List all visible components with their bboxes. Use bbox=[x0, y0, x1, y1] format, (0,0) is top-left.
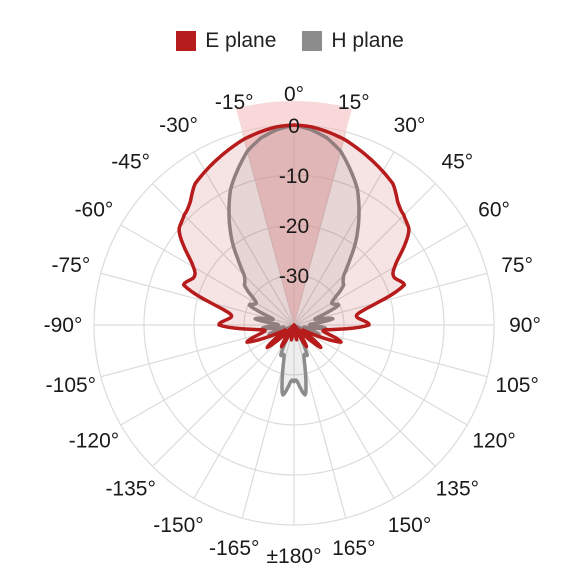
angular-tick-label-17: -105° bbox=[46, 374, 96, 397]
angular-tick-label-16: -120° bbox=[69, 430, 119, 453]
angular-tick-label-22: -30° bbox=[159, 114, 198, 137]
series-line-e-plane bbox=[177, 123, 411, 350]
angular-tick-label-13: -165° bbox=[209, 537, 259, 560]
grid-spoke-120 bbox=[293, 324, 468, 426]
angular-tick-label-11: 165° bbox=[332, 537, 375, 560]
angular-tick-label-10: 150° bbox=[388, 514, 431, 537]
grid-spoke-300 bbox=[120, 224, 295, 326]
radial-tick-label-1: -10 bbox=[279, 165, 309, 188]
highlight-sector-layer bbox=[236, 101, 352, 325]
legend-item-e-plane[interactable]: E plane bbox=[176, 29, 276, 53]
grid-spoke-30 bbox=[293, 151, 395, 326]
legend-swatch-h-plane bbox=[302, 31, 323, 51]
grid-spoke-135 bbox=[293, 324, 436, 467]
angular-tick-label-6: 90° bbox=[509, 314, 541, 337]
legend-item-h-plane[interactable]: H plane bbox=[302, 29, 404, 53]
grid-spoke-75 bbox=[293, 272, 488, 326]
grid-spoke-210 bbox=[193, 324, 295, 499]
angular-tick-label-14: -150° bbox=[153, 514, 203, 537]
angular-tick-label-15: -135° bbox=[105, 477, 155, 500]
angular-tick-label-18: -90° bbox=[44, 314, 83, 337]
grid-spoke-225 bbox=[152, 324, 295, 467]
angular-tick-label-5: 75° bbox=[501, 254, 533, 277]
highlight-sector bbox=[236, 101, 352, 325]
angular-tick-label-3: 45° bbox=[441, 151, 473, 174]
angular-tick-label-21: -45° bbox=[111, 151, 150, 174]
grid-spoke-315 bbox=[152, 183, 295, 326]
grid-spoke-240 bbox=[120, 324, 295, 426]
angular-tick-label-12: ±180° bbox=[267, 545, 322, 568]
angular-tick-label-0: 0° bbox=[284, 83, 304, 106]
angular-tick-label-2: 30° bbox=[394, 114, 426, 137]
angular-tick-label-1: 15° bbox=[338, 91, 370, 114]
legend: E plane H plane bbox=[0, 24, 580, 58]
grid-spoke-45 bbox=[293, 183, 436, 326]
legend-label-h-plane: H plane bbox=[331, 29, 404, 52]
grid-spoke-60 bbox=[293, 224, 468, 326]
grid-spoke-285 bbox=[100, 272, 295, 326]
angular-tick-label-9: 135° bbox=[436, 477, 479, 500]
angular-tick-label-7: 105° bbox=[495, 374, 538, 397]
radial-tick-label-3: -30 bbox=[279, 265, 309, 288]
angular-tick-label-4: 60° bbox=[478, 199, 510, 222]
angular-tick-label-23: -15° bbox=[215, 91, 254, 114]
axis-labels: 0 -10 -20 -30 0° 15° 30° 45° 60° 75° 90° 105° 120° 13… bbox=[44, 83, 541, 568]
legend-label-e-plane: E plane bbox=[205, 29, 277, 52]
angular-tick-label-8: 120° bbox=[472, 430, 515, 453]
angular-tick-label-19: -75° bbox=[51, 254, 90, 277]
radial-tick-label-0: 0 bbox=[288, 115, 300, 138]
angular-tick-label-20: -60° bbox=[75, 199, 114, 222]
grid-spoke-330 bbox=[193, 151, 295, 326]
radial-tick-label-2: -20 bbox=[279, 215, 309, 238]
legend-swatch-e-plane bbox=[176, 31, 197, 51]
series-layer bbox=[177, 123, 411, 397]
grid-spoke-150 bbox=[293, 324, 395, 499]
